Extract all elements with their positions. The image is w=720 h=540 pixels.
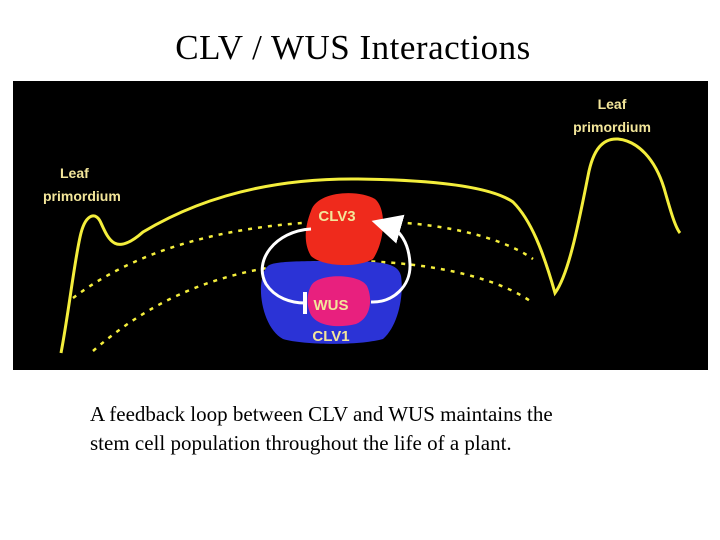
caption: A feedback loop between CLV and WUS main… xyxy=(90,400,690,458)
clv3-label: CLV3 xyxy=(318,208,355,225)
wus-label: WUS xyxy=(314,297,349,314)
clv1-label: CLV1 xyxy=(312,328,349,345)
meristem-outline xyxy=(59,137,682,354)
clv3-to-wus-inhibition-arrow xyxy=(260,227,312,305)
slide-title: CLV / WUS Interactions xyxy=(175,28,531,67)
leaf-primordium-right-label-line2: primordium xyxy=(573,119,651,135)
leaf-primordium-left-label-line1: Leaf xyxy=(60,165,89,181)
caption-line-2: stem cell population throughout the life… xyxy=(90,431,512,455)
wus-region xyxy=(307,276,371,327)
caption-line-1: A feedback loop between CLV and WUS main… xyxy=(90,402,553,426)
meristem-diagram: Leaf primordium Leaf primordium CLV3 WUS… xyxy=(13,81,708,370)
wus-to-clv3-activation-arrow xyxy=(370,214,412,304)
leaf-primordium-left-label-line2: primordium xyxy=(43,188,121,204)
leaf-primordium-right-label-line1: Leaf xyxy=(598,96,627,112)
clv3-region xyxy=(305,193,384,266)
